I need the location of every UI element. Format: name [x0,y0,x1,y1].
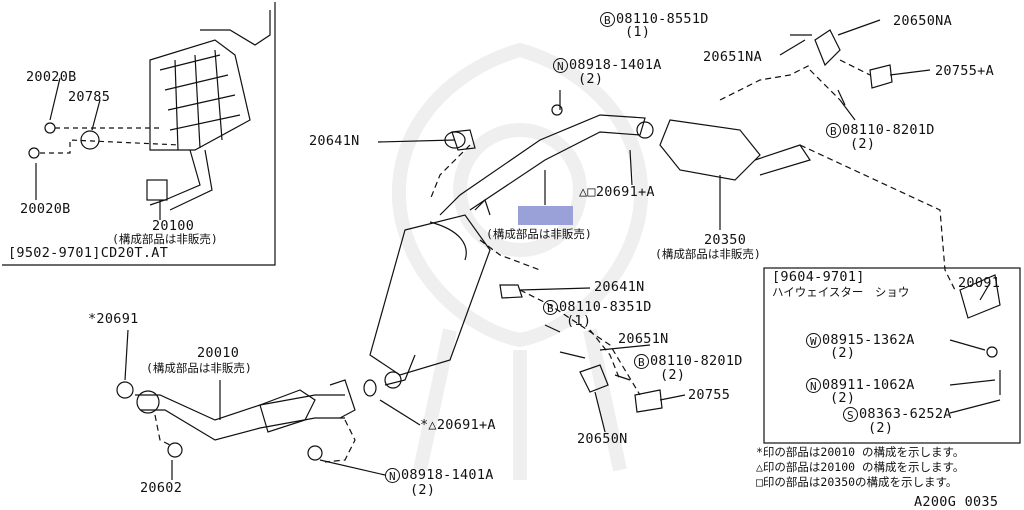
qty-08911-1062A: (2) [830,390,856,406]
label-20350-note: (構成部品は非販売) [655,247,761,261]
rear-muffler-part [636,29,893,181]
label-20650NA[interactable]: 20650NA [893,13,952,29]
circle-b-icon: B [634,354,649,369]
leader-lines [124,19,1001,480]
label-20651NA[interactable]: 20651NA [703,49,762,65]
hanger-parts [451,89,1001,413]
label-20650N[interactable]: 20650N [577,431,628,447]
qty-08110-8551D: (1) [625,24,651,40]
label-20091[interactable]: 20091 [958,275,1001,291]
qty-08915-1362A: (2) [830,345,856,361]
front-pipe-part [116,371,402,461]
circle-b-icon: B [543,300,558,315]
label-20641N-top[interactable]: 20641N [309,133,360,149]
note-line-2: △印の部品は20100 の構成を示します。 [756,460,965,474]
circle-w-icon: W [806,333,821,348]
inset-leaders [35,77,161,220]
label-20691A-bottom[interactable]: *△20691+A [420,417,496,433]
label-20100[interactable]: 20100 [152,218,195,234]
label-20602[interactable]: 20602 [140,480,183,496]
footer-code: A200G 0035 [914,494,999,510]
qty-08918-1401A-top: (2) [578,71,604,87]
label-20691-star[interactable]: *20691 [88,311,139,327]
right-inset-model: ハイウェイスター ショウ [772,285,910,299]
circle-b-icon: B [600,12,615,27]
label-20651N[interactable]: 20651N [618,331,669,347]
circle-n-icon: N [806,378,821,393]
circle-b-icon: B [826,123,841,138]
catalyst-inset-part [28,10,271,211]
label-20641N-mid[interactable]: 20641N [594,279,645,295]
label-20010[interactable]: 20010 [197,345,240,361]
center-note: (構成部品は非販売) [486,227,592,241]
inset-frame-left [2,2,276,266]
label-20350[interactable]: 20350 [704,232,747,248]
inset-leader-dashes [40,127,181,154]
circle-n-icon: N [385,468,400,483]
note-line-1: *印の部品は20010 の構成を示します。 [756,445,965,459]
qty-08110-8351D: (1) [566,313,592,329]
qty-08918-1401A-bottom: (2) [410,482,436,498]
front-muffler-part [369,104,646,386]
label-20100-note: (構成部品は非販売) [112,232,218,246]
label-20785[interactable]: 20785 [68,89,111,105]
qty-08110-8201D-mid: (2) [660,367,686,383]
circle-n-icon: N [553,58,568,73]
circle-s-icon: S [843,407,858,422]
label-20755[interactable]: 20755 [688,387,731,403]
dashed-connectors [154,59,956,463]
qty-08110-8201D-top: (2) [850,136,876,152]
inset-frame-right [763,267,1021,444]
label-20020B-top[interactable]: 20020B [26,69,77,85]
qty-08363-6252A: (2) [868,420,894,436]
note-line-3: □印の部品は20350の構成を示します。 [756,475,958,489]
label-20010-note: (構成部品は非販売) [146,361,252,375]
label-20020B-bottom[interactable]: 20020B [20,201,71,217]
label-20755A-top[interactable]: 20755+A [935,63,994,79]
inset-range-label: [9502-9701]CD20T.AT [8,245,169,261]
label-20691A-top[interactable]: △□20691+A [579,184,655,200]
right-inset-range: [9604-9701] [772,269,865,285]
highlight-box [518,206,573,225]
background-emblem [391,42,649,480]
